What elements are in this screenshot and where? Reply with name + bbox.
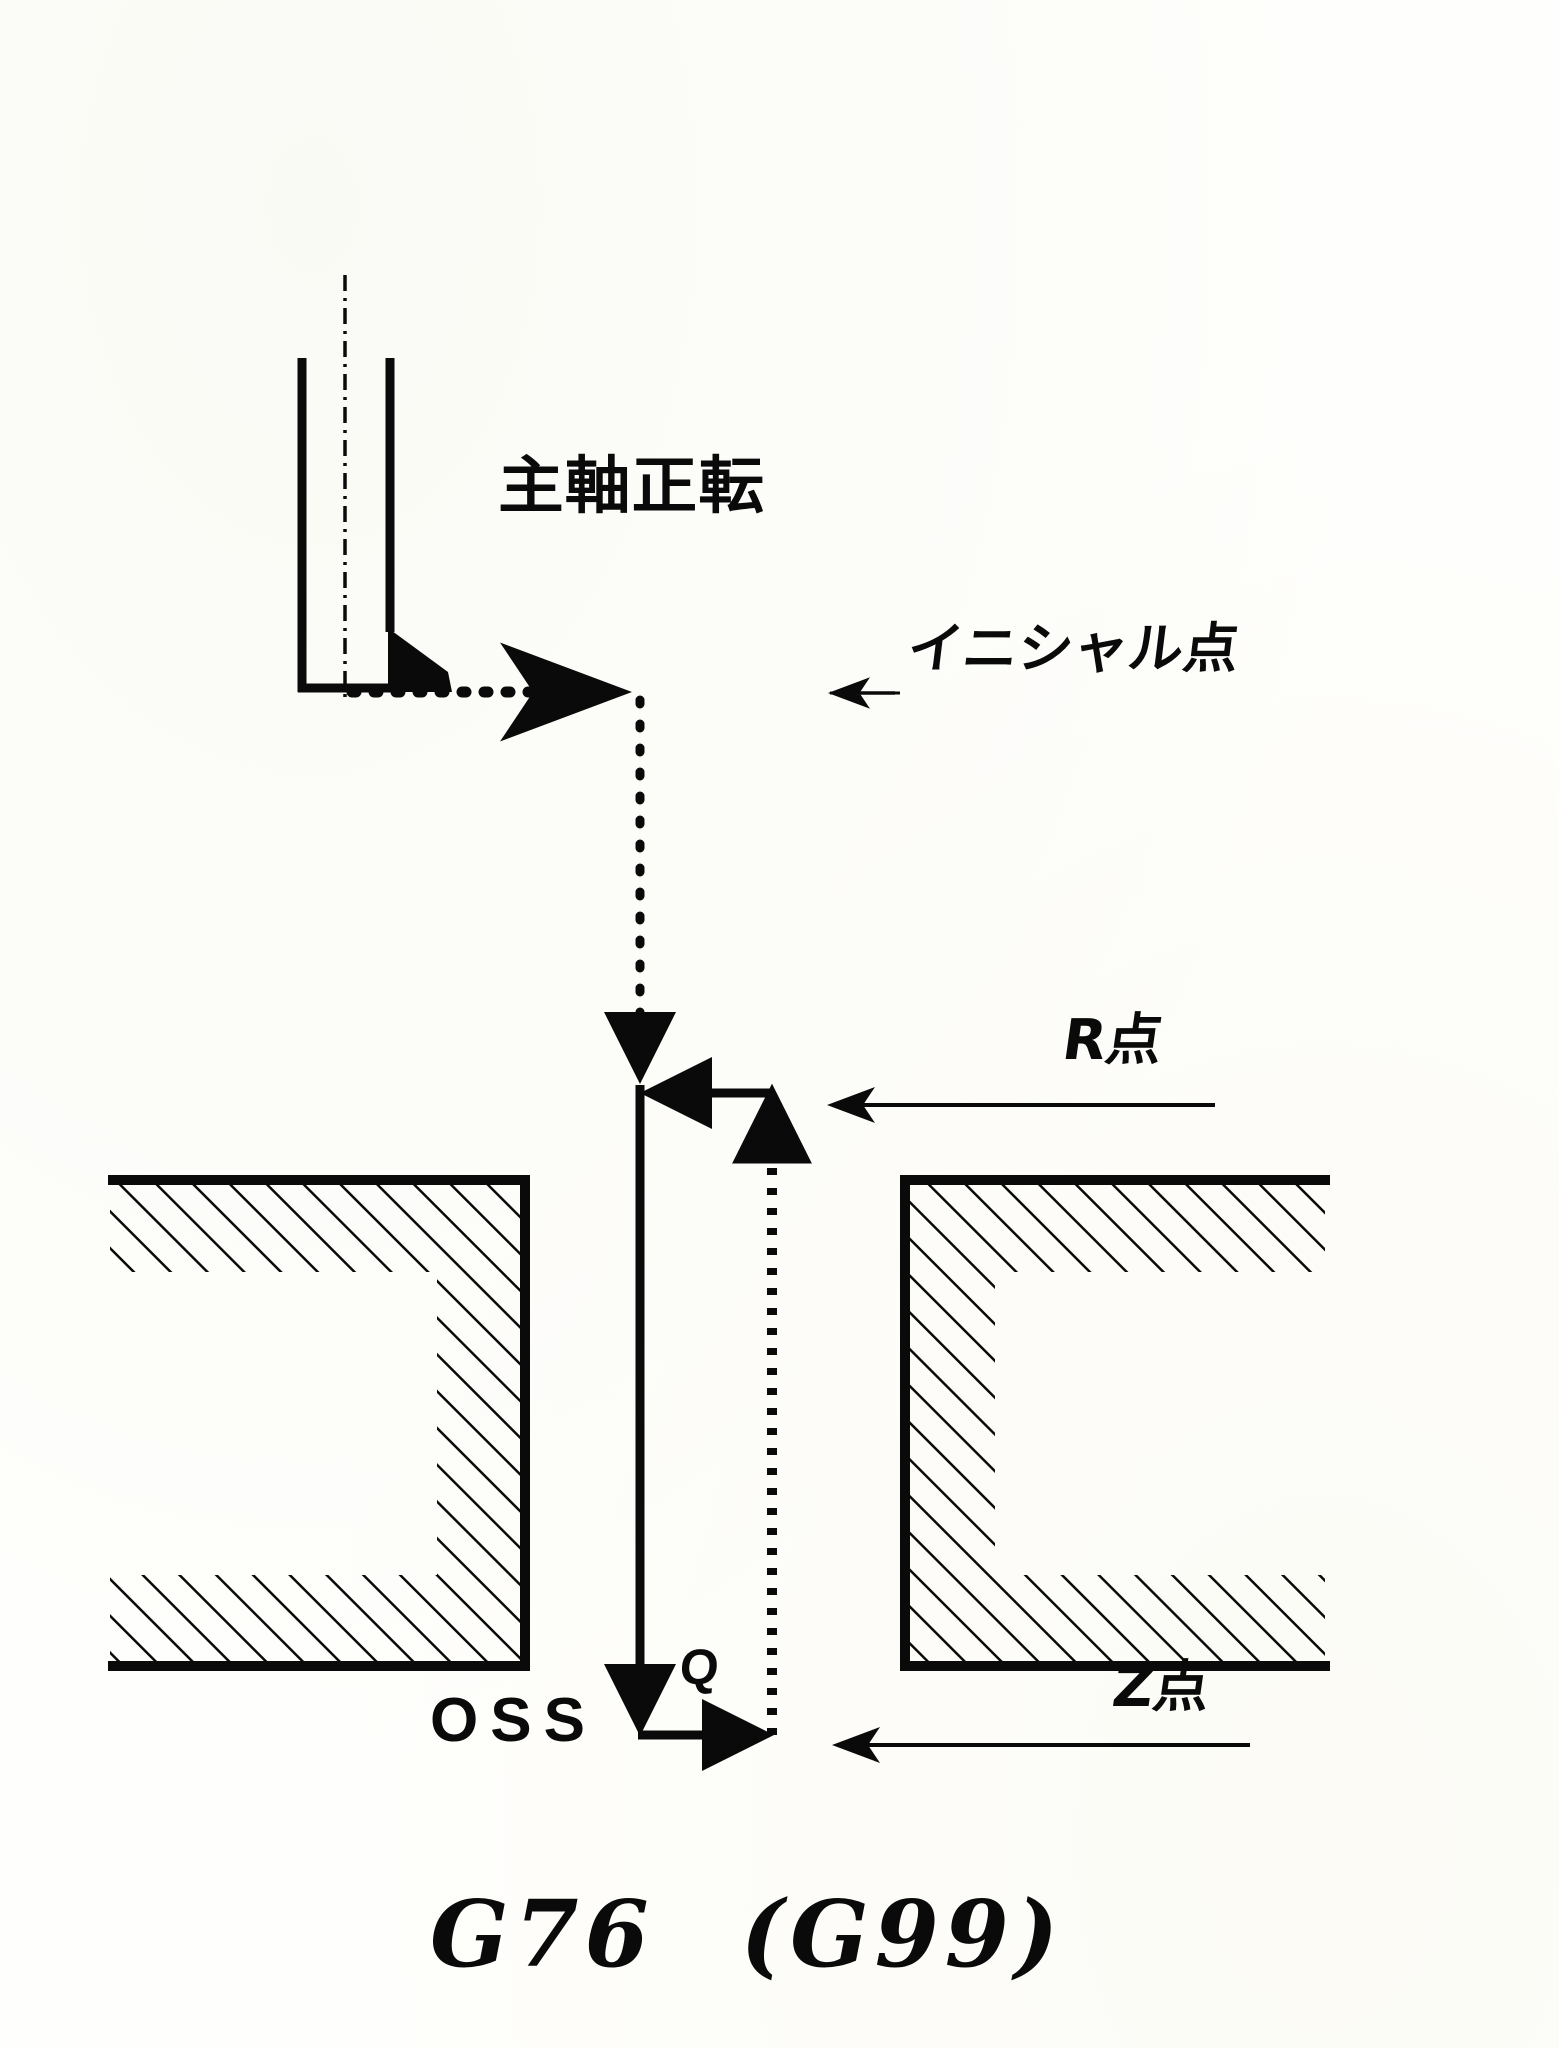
label-z-point: Z点 bbox=[1108, 1655, 1215, 1720]
boring-bar-tool bbox=[297, 275, 452, 700]
label-r-point: R点 bbox=[1058, 1008, 1167, 1073]
workpiece-right-hatch bbox=[900, 1180, 1325, 1668]
workpiece-left bbox=[108, 1175, 530, 1671]
cutting-insert-icon bbox=[388, 628, 452, 692]
leader-lines bbox=[827, 677, 1250, 1763]
label-spindle-rotation: 主軸正転 bbox=[498, 449, 766, 522]
figure-caption-code: G76 bbox=[430, 1880, 655, 1988]
workpiece-left-hatch bbox=[110, 1180, 530, 1668]
workpiece-right bbox=[900, 1175, 1330, 1671]
figure-caption-mode: (G99) bbox=[740, 1880, 1065, 1988]
label-q-shift: Q bbox=[678, 1639, 721, 1695]
figure-caption: G76(G99) bbox=[430, 1888, 1064, 1980]
label-initial-point: イニシャル点 bbox=[904, 617, 1243, 680]
label-oss: OSS bbox=[430, 1686, 597, 1755]
toolpath bbox=[346, 642, 812, 1771]
